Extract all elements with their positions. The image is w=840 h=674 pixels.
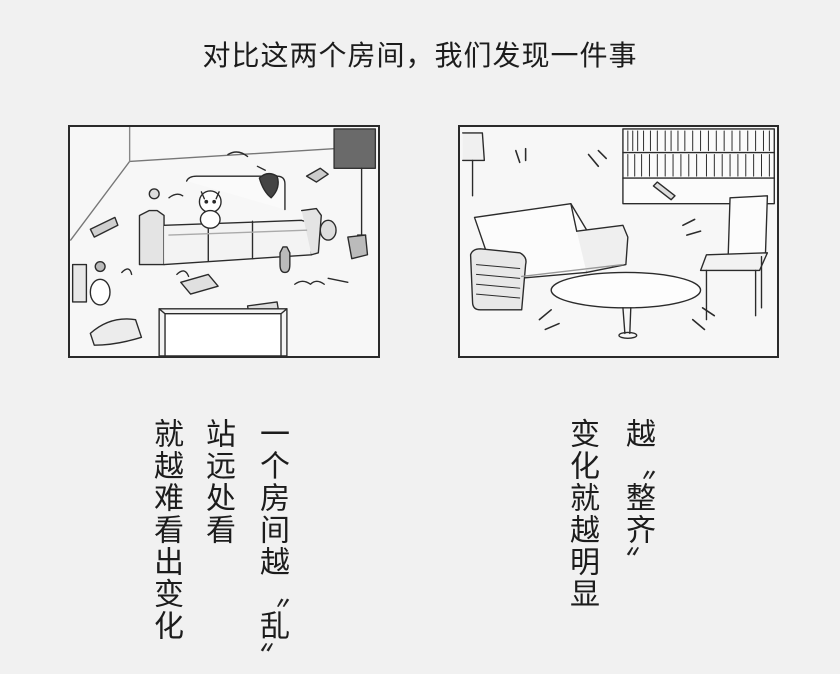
left-caption-col1: 一个房间越〝乱〞 bbox=[254, 418, 289, 674]
left-caption-col1-a: 一个房间越 bbox=[254, 418, 289, 578]
messy-room-panel bbox=[68, 125, 380, 358]
right-caption-col1-b: 整齐 bbox=[620, 482, 655, 546]
page-title: 对比这两个房间，我们发现一件事 bbox=[202, 39, 638, 72]
right-caption-quote-open: 〝 bbox=[620, 450, 655, 482]
left-caption-col3: 就越难看出变化 bbox=[148, 418, 183, 642]
messy-room-sketch bbox=[70, 127, 377, 356]
right-caption-col1-a: 越 bbox=[620, 418, 655, 450]
right-caption-col1: 越〝整齐〞 bbox=[620, 418, 655, 578]
right-caption-col2: 变化就越明显 bbox=[564, 418, 599, 610]
left-caption-quote-open: 〝 bbox=[254, 578, 289, 610]
right-caption-quote-close: 〞 bbox=[620, 546, 655, 578]
tidy-room-sketch bbox=[462, 128, 775, 339]
left-caption-quote-close: 〞 bbox=[254, 642, 289, 674]
tidy-room-panel bbox=[458, 125, 779, 358]
left-caption-col1-b: 乱 bbox=[254, 610, 289, 642]
left-caption-col2: 站远处看 bbox=[200, 418, 235, 546]
